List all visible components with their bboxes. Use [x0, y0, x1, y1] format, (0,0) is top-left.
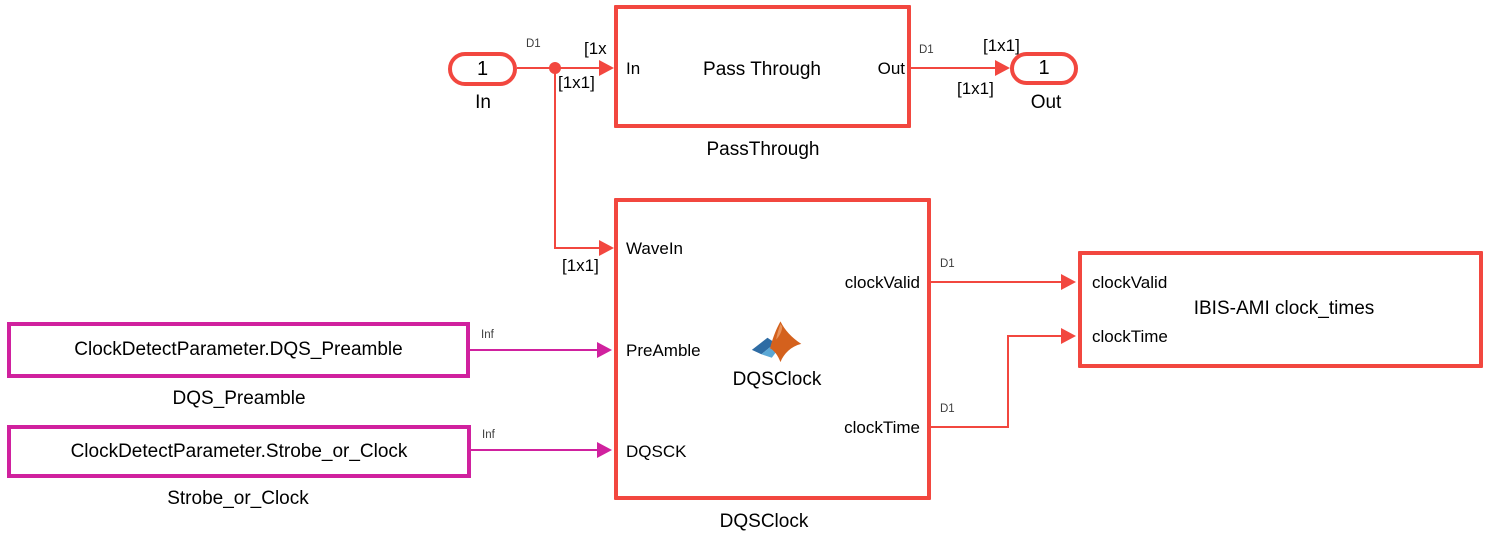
dqsclock-port-wavein: WaveIn [626, 239, 684, 258]
inport-label: In [475, 92, 491, 113]
dimension-label: [1x1] [983, 36, 1020, 55]
signal-label-d1: D1 [919, 44, 934, 56]
ibis-port-clocktime: clockTime [1092, 327, 1168, 346]
matlab-logo-icon [751, 321, 802, 363]
passthrough-label: PassThrough [706, 139, 820, 160]
dqsclock-icon-caption: DQSClock [732, 369, 822, 390]
passthrough-port-out: Out [877, 59, 905, 78]
inport-block[interactable]: 1 [448, 52, 517, 86]
wire-dqsck[interactable] [471, 449, 598, 451]
wire-preamble[interactable] [470, 349, 598, 351]
dqsclock-port-preamble: PreAmble [626, 341, 701, 360]
arrowhead-ibis-clocktime [1061, 328, 1076, 344]
arrowhead-wavein [599, 240, 614, 256]
passthrough-port-in: In [626, 59, 641, 78]
dimension-label: [1x [584, 39, 607, 58]
dqsclock-port-clocktime: clockTime [844, 418, 920, 437]
constant-strobe-or-clock-label: Strobe_or_Clock [167, 488, 309, 509]
dimension-label: [1x1] [562, 256, 599, 275]
dimension-label: [1x1] [558, 73, 595, 92]
outport-label: Out [1030, 92, 1062, 113]
arrowhead-passthrough-in [599, 60, 614, 76]
signal-label-d1: D1 [940, 258, 955, 270]
arrowhead-ibis-clockvalid [1061, 274, 1076, 290]
signal-label-inf: Inf [481, 329, 494, 341]
dqsclock-center: DQSClock [697, 320, 857, 391]
arrowhead-dqsck [597, 442, 612, 458]
constant-dqs-preamble-block[interactable]: ClockDetectParameter.DQS_Preamble [7, 322, 470, 378]
dqsclock-label: DQSClock [719, 511, 809, 532]
wire-clocktime-seg3[interactable] [1007, 335, 1063, 337]
signal-label-inf: Inf [482, 429, 495, 441]
signal-label-d1: D1 [526, 38, 541, 50]
wire-clocktime-seg1[interactable] [931, 426, 1009, 428]
wire-passthrough-to-out[interactable] [911, 67, 995, 69]
dimension-label: [1x1] [957, 79, 994, 98]
constant-strobe-or-clock-value: ClockDetectParameter.Strobe_or_Clock [70, 440, 408, 462]
inport-number: 1 [476, 57, 489, 80]
constant-strobe-or-clock-block[interactable]: ClockDetectParameter.Strobe_or_Clock [7, 425, 471, 478]
passthrough-title: Pass Through [703, 59, 821, 80]
outport-block[interactable]: 1 [1010, 52, 1078, 85]
constant-dqs-preamble-value: ClockDetectParameter.DQS_Preamble [74, 339, 403, 360]
ibis-ami-block[interactable] [1078, 251, 1483, 368]
signal-label-d1: D1 [940, 403, 955, 415]
dqsclock-port-clockvalid: clockValid [844, 273, 920, 292]
arrowhead-outport [995, 60, 1010, 76]
arrowhead-preamble [597, 342, 612, 358]
outport-number: 1 [1038, 57, 1050, 79]
passthrough-block[interactable] [614, 5, 911, 128]
ibis-title: IBIS-AMI clock_times [1193, 298, 1375, 319]
constant-dqs-preamble-label: DQS_Preamble [172, 388, 306, 409]
wire-branch-down[interactable] [554, 68, 556, 249]
wire-clockvalid[interactable] [931, 281, 1062, 283]
wire-to-wavein[interactable] [554, 247, 600, 249]
wire-clocktime-seg2[interactable] [1007, 335, 1009, 428]
ibis-port-clockvalid: clockValid [1092, 273, 1168, 292]
dqsclock-port-dqsck: DQSCK [626, 442, 687, 461]
